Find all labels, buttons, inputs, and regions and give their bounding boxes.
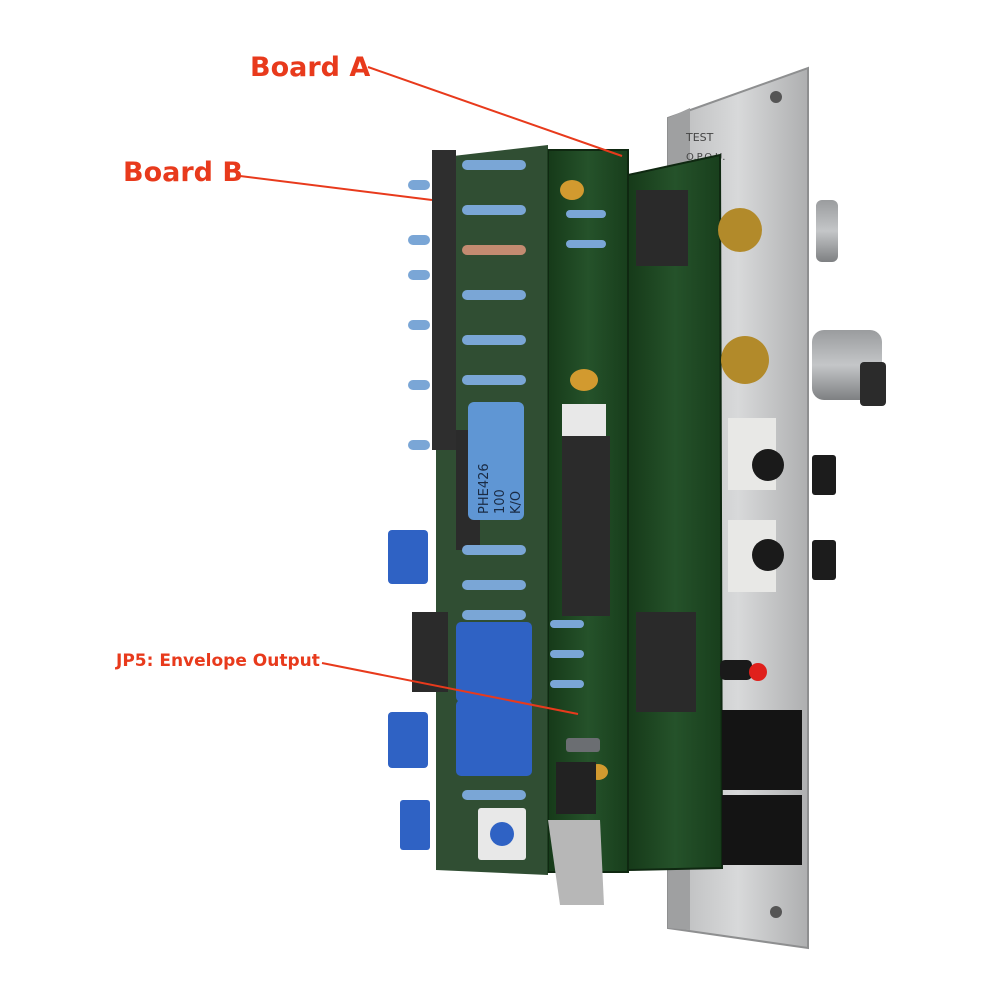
- knob-small: [816, 200, 838, 262]
- callout-line-board-a: [367, 66, 623, 157]
- callout-board-a: Board A: [250, 52, 371, 83]
- ribbon-cable: [548, 762, 604, 905]
- jack-nut: [812, 455, 836, 580]
- trimmer-potentiometer: [388, 404, 606, 860]
- capacitor-label: K/O: [509, 491, 524, 514]
- callout-board-b: Board B: [123, 157, 243, 188]
- callout-line-jp5: [321, 662, 579, 715]
- led-red: [749, 663, 767, 681]
- potentiometer: [718, 208, 769, 384]
- pin-header: [636, 190, 696, 712]
- led: [720, 660, 767, 681]
- panel-screw-hole: [770, 906, 782, 918]
- knob-large: [812, 330, 886, 406]
- board-b: PHE426 100 K/O: [388, 145, 629, 905]
- film-capacitor: PHE426 100 K/O: [468, 402, 524, 520]
- jack-socket: [728, 418, 784, 592]
- callout-jp5: JP5: Envelope Output: [116, 651, 320, 671]
- capacitor-label: 100: [493, 489, 508, 514]
- panel-label-text: TEST: [685, 131, 714, 144]
- capacitor-label: PHE426: [477, 463, 492, 514]
- resistor-row: [408, 160, 606, 800]
- jumper-jp5: [566, 738, 600, 752]
- callout-line-board-b: [239, 175, 433, 201]
- power-connector: [722, 710, 802, 865]
- panel-screw-hole: [770, 91, 782, 103]
